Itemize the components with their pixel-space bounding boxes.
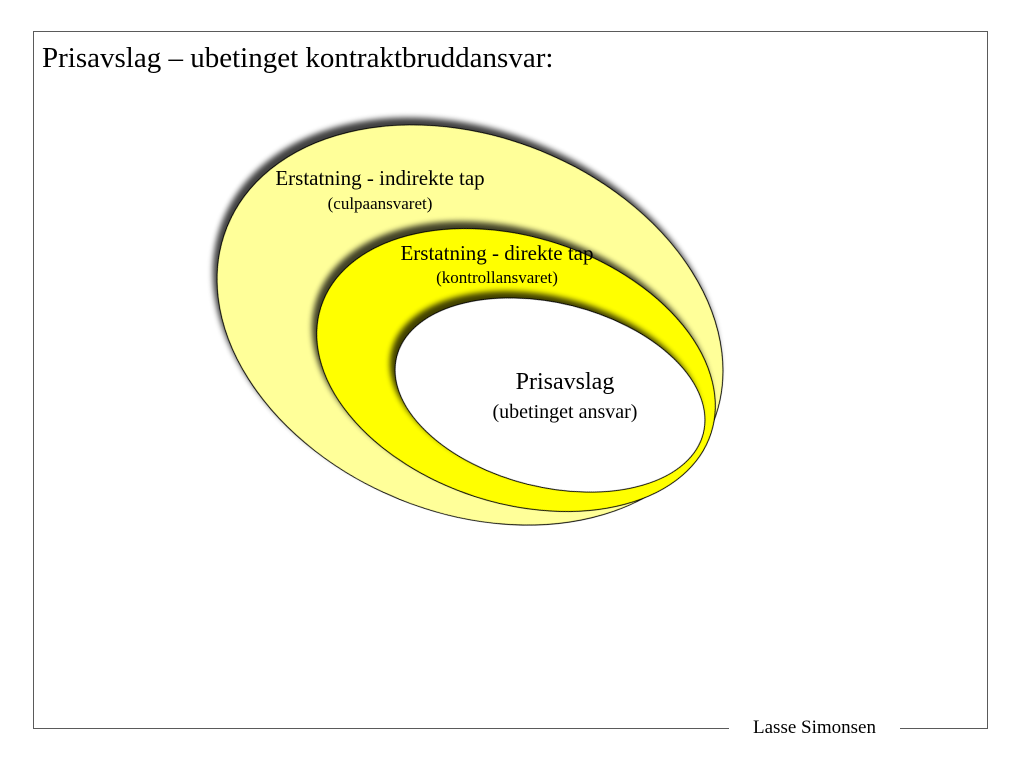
- inner-ellipse-sublabel: (ubetinget ansvar): [492, 401, 638, 423]
- slide-frame: [33, 31, 988, 728]
- middle-ellipse-sublabel: (kontrollansvaret): [436, 268, 558, 287]
- middle-ellipse-label: Erstatning - direkte tap: [400, 241, 594, 265]
- inner-ellipse-label: Prisavslag: [515, 369, 615, 395]
- outer-ellipse-label: Erstatning - indirekte tap: [275, 166, 485, 190]
- inner-ellipse: [394, 297, 706, 493]
- outer-ellipse-sublabel: (culpaansvaret): [327, 194, 433, 213]
- slide-title: Prisavslag – ubetinget kontraktbruddansv…: [42, 42, 554, 74]
- frame-bottom-rule-left: [33, 728, 729, 729]
- footer-author: Lasse Simonsen: [753, 717, 876, 738]
- frame-bottom-rule-right: [900, 728, 988, 729]
